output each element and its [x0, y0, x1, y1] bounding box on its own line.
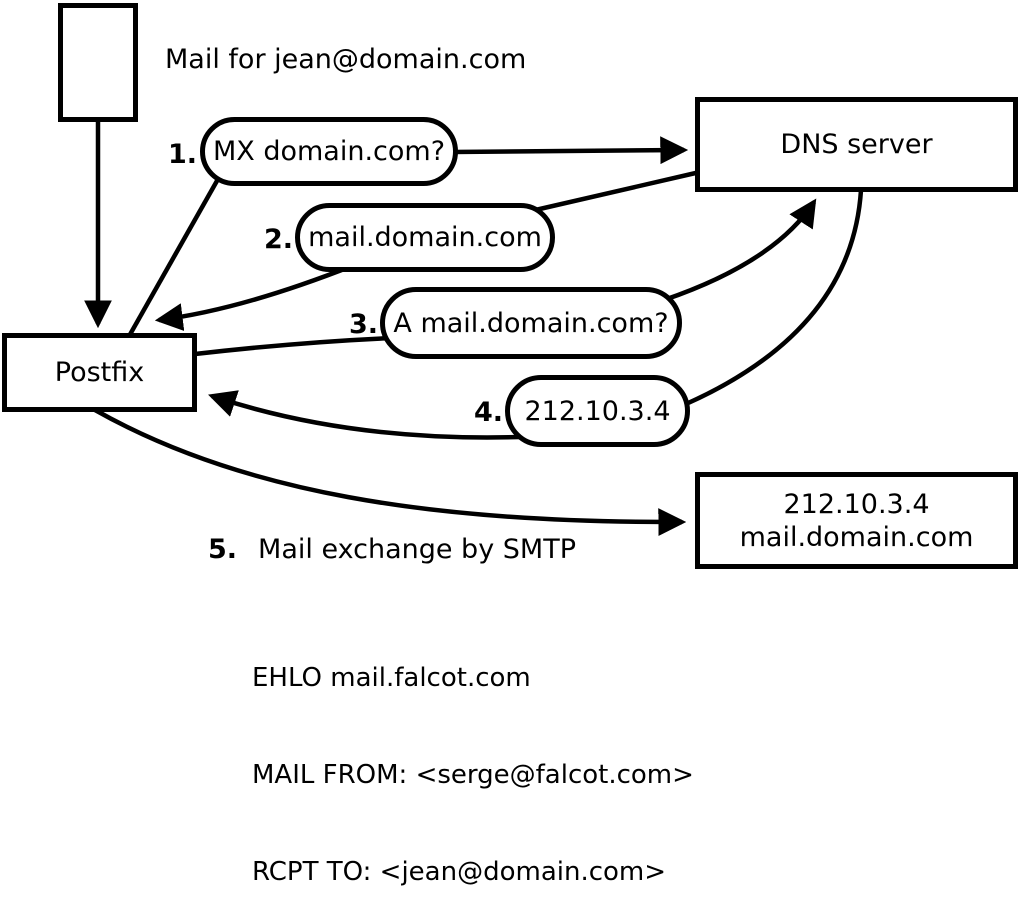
postfix-label: Postfix — [54, 357, 145, 388]
step3-query-pill: A mail.domain.com? — [380, 287, 682, 359]
step3-number: 3. — [348, 309, 378, 340]
step1-query-pill: MX domain.com? — [200, 117, 458, 186]
dns-server-label: DNS server — [780, 129, 933, 160]
smtp-line: MAIL FROM: <serge@falcot.com> — [252, 760, 694, 791]
step4-label: 212.10.3.4 — [524, 395, 671, 427]
edge-dns-to-step2 — [517, 169, 701, 217]
node-mail-server: 212.10.3.4 mail.domain.com — [695, 472, 1018, 569]
step2-answer-pill: mail.domain.com — [295, 203, 555, 272]
step2-label: mail.domain.com — [308, 222, 542, 253]
step1-number: 1. — [167, 139, 197, 170]
step4-answer-pill: 212.10.3.4 — [505, 375, 690, 447]
step2-number: 2. — [263, 224, 293, 255]
edge-postfix-to-mailserver — [93, 408, 687, 537]
edge-postfix-to-step3 — [194, 335, 393, 357]
smtp-line: RCPT TO: <jean@domain.com> — [252, 857, 667, 888]
step1-label: MX domain.com? — [212, 136, 446, 167]
edge-step4-to-postfix — [208, 390, 521, 440]
mail-message-icon — [58, 3, 138, 122]
step3-label: A mail.domain.com? — [393, 307, 669, 339]
mail-server-hostname: mail.domain.com — [739, 521, 974, 553]
step4-number: 4. — [473, 397, 503, 428]
edge-postfix-to-step1 — [126, 170, 224, 340]
step5-label: Mail exchange by SMTP — [258, 534, 576, 565]
node-postfix: Postfix — [2, 333, 197, 412]
edge-step2-to-postfix — [154, 263, 353, 331]
edge-step1-to-dns — [451, 136, 689, 165]
edge-step3-to-dns — [663, 198, 817, 303]
node-dns-server: DNS server — [695, 97, 1018, 192]
edge-dns-to-step4 — [685, 189, 864, 407]
smtp-line: EHLO mail.falcot.com — [252, 662, 531, 693]
mail-caption: Mail for jean@domain.com — [165, 44, 527, 75]
mail-server-ip: 212.10.3.4 — [783, 488, 930, 520]
step5-caption: 5. Mail exchange by SMTP — [208, 534, 576, 565]
smtp-session-transcript: EHLO mail.falcot.com MAIL FROM: <serge@f… — [252, 597, 694, 919]
step5-number: 5. — [208, 534, 238, 565]
